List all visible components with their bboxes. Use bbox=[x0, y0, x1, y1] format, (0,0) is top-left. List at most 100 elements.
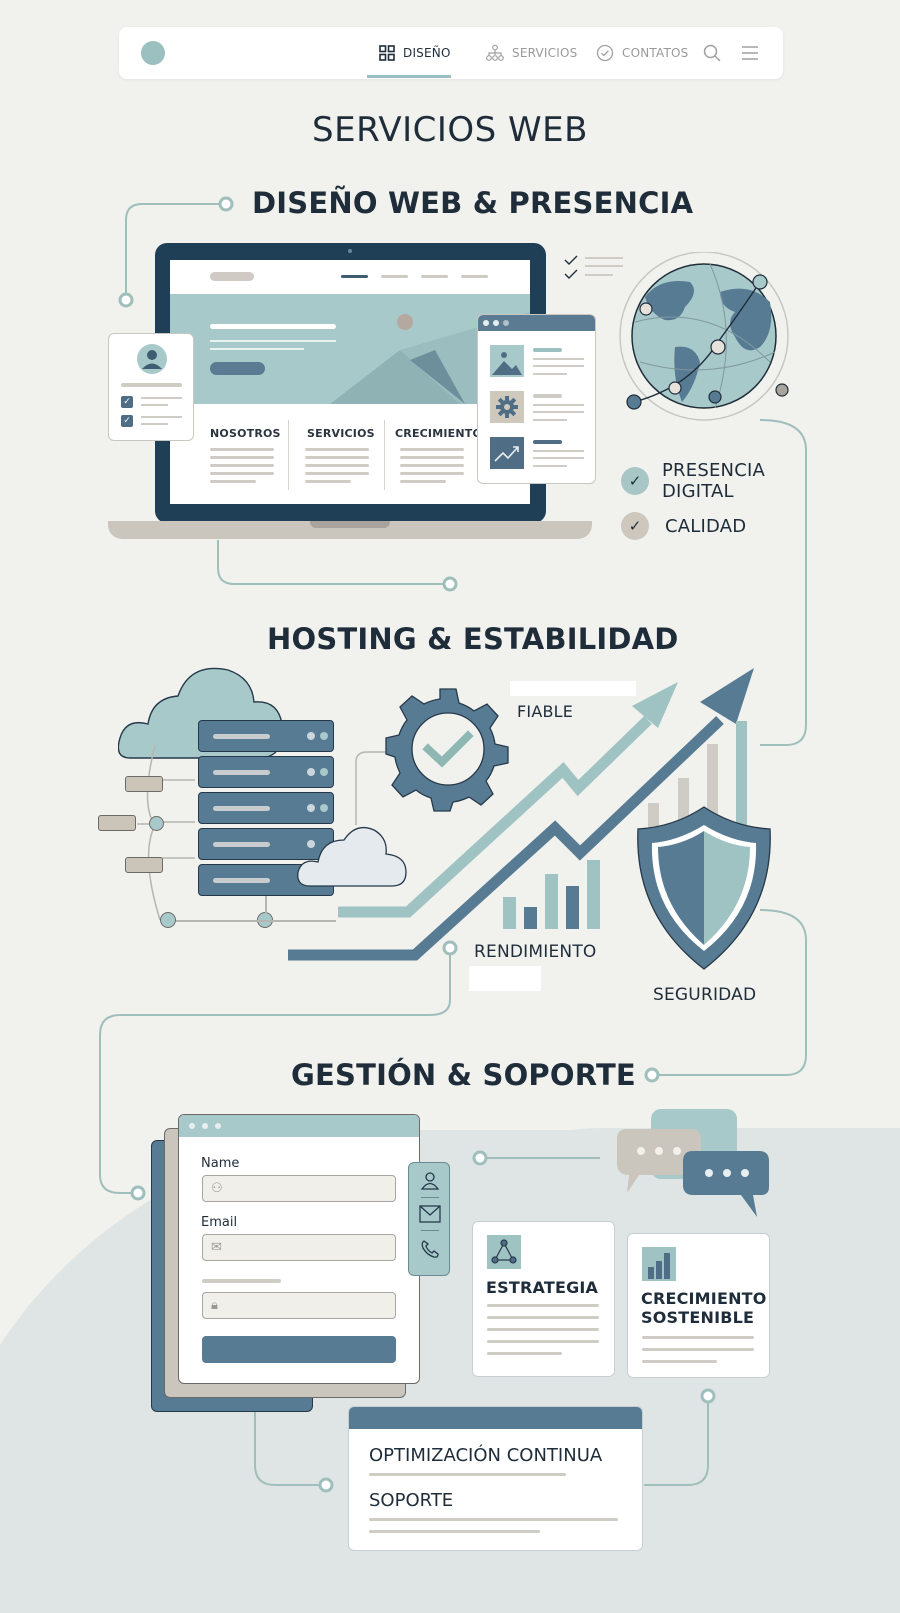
nav-tab-servicios[interactable]: SERVICIOS bbox=[486, 27, 577, 79]
service-card-estrategia[interactable]: ESTRATEGIA bbox=[472, 1221, 615, 1377]
security-shield-icon bbox=[637, 806, 771, 970]
small-cloud-icon bbox=[297, 826, 407, 887]
text-line bbox=[533, 348, 562, 352]
text-line bbox=[400, 448, 464, 451]
panel-header bbox=[349, 1407, 642, 1429]
text-line bbox=[305, 448, 369, 451]
server-rack-unit bbox=[198, 720, 334, 752]
envelope-icon[interactable] bbox=[419, 1205, 441, 1223]
mock-text-line bbox=[210, 340, 336, 342]
top-navbar: DISEÑO SERVICIOS CONTATOS bbox=[119, 27, 783, 79]
card-title: CRECIMIENTO SOSTENIBLE bbox=[641, 1289, 767, 1327]
text-line bbox=[141, 423, 168, 425]
badge-label: DIGITAL bbox=[662, 481, 734, 502]
window-titlebar bbox=[179, 1115, 419, 1137]
text-line bbox=[487, 1304, 599, 1307]
search-icon[interactable] bbox=[703, 44, 721, 62]
bar bbox=[736, 721, 747, 833]
label-placeholder bbox=[469, 966, 541, 991]
text-line bbox=[141, 416, 182, 418]
section-title-hosting: HOSTING & ESTABILIDAD bbox=[267, 622, 679, 656]
text-line bbox=[369, 1518, 618, 1521]
grid-icon bbox=[379, 45, 395, 61]
label-rendimiento: RENDIMIENTO bbox=[474, 942, 597, 962]
text-line bbox=[305, 456, 369, 459]
network-node bbox=[149, 816, 164, 831]
user-icon[interactable] bbox=[420, 1171, 440, 1191]
nav-tab-label: DISEÑO bbox=[403, 46, 451, 60]
text-line bbox=[533, 440, 562, 444]
webcam-dot bbox=[348, 249, 352, 253]
text-line bbox=[533, 373, 567, 375]
phone-icon[interactable] bbox=[420, 1239, 440, 1259]
text-line bbox=[141, 404, 168, 406]
bar bbox=[587, 860, 600, 929]
laptop-base bbox=[108, 521, 592, 539]
bar bbox=[648, 803, 659, 833]
text-line bbox=[305, 464, 369, 467]
email-input[interactable]: ✉ bbox=[202, 1234, 396, 1261]
growth-arrows-chart bbox=[288, 668, 754, 961]
text-line bbox=[487, 1340, 599, 1343]
text-line bbox=[533, 358, 584, 360]
section-title-design: DISEÑO WEB & PRESENCIA bbox=[252, 186, 694, 220]
text-line bbox=[642, 1360, 717, 1363]
text-line bbox=[400, 464, 464, 467]
text-line bbox=[305, 480, 351, 483]
checkbox-checked-icon[interactable]: ✓ bbox=[121, 396, 133, 408]
text-line bbox=[210, 480, 256, 483]
node-tag bbox=[125, 776, 163, 792]
text-line bbox=[141, 397, 182, 399]
connector bbox=[176, 920, 336, 922]
laptop-notch bbox=[310, 521, 390, 528]
bar bbox=[545, 874, 558, 929]
bar-chart-icon bbox=[642, 1247, 676, 1281]
active-tab-indicator bbox=[367, 75, 451, 78]
server-rack-unit bbox=[198, 756, 334, 788]
network-tree-icon bbox=[137, 745, 195, 921]
panel-item-optimizacion: OPTIMIZACIÓN CONTINUA bbox=[369, 1445, 603, 1466]
text-line bbox=[121, 383, 182, 387]
mock-heading-line bbox=[210, 324, 336, 329]
text-line bbox=[487, 1316, 599, 1319]
label-seguridad: SEGURIDAD bbox=[653, 985, 757, 1005]
text-line bbox=[210, 456, 274, 459]
mock-nav-link bbox=[461, 275, 488, 278]
text-line bbox=[533, 404, 584, 406]
text-line bbox=[642, 1336, 754, 1339]
badge-calidad: CALIDAD bbox=[665, 516, 747, 537]
logo[interactable] bbox=[141, 41, 165, 65]
text-line bbox=[369, 1530, 540, 1533]
connector bbox=[355, 751, 395, 825]
divider bbox=[421, 1230, 439, 1231]
text-line bbox=[533, 450, 584, 452]
text-line bbox=[400, 456, 464, 459]
user-avatar-icon bbox=[137, 344, 167, 374]
badge-presencia-digital: PRESENCIA DIGITAL bbox=[662, 460, 765, 502]
nav-tab-label: CONTATOS bbox=[622, 46, 689, 60]
name-input[interactable]: ⚇ bbox=[202, 1175, 396, 1202]
window-dot bbox=[493, 320, 499, 326]
hamburger-menu-icon[interactable] bbox=[741, 44, 759, 62]
nav-tab-diseno[interactable]: DISEÑO bbox=[379, 27, 451, 79]
divider bbox=[421, 1197, 439, 1198]
profile-card: ✓ ✓ bbox=[108, 333, 194, 441]
mock-logo bbox=[210, 272, 254, 281]
panel-item-soporte: SOPORTE bbox=[369, 1490, 454, 1511]
divider bbox=[288, 420, 289, 490]
text-line bbox=[210, 448, 274, 451]
chat-bubbles-icon bbox=[617, 1109, 769, 1217]
nav-tab-contatos[interactable]: CONTATOS bbox=[596, 27, 688, 79]
image-icon bbox=[490, 345, 524, 377]
window-dot bbox=[215, 1123, 221, 1129]
text-line bbox=[487, 1352, 562, 1355]
text-line bbox=[533, 411, 584, 413]
network-node bbox=[160, 912, 176, 928]
checkbox-checked-icon[interactable]: ✓ bbox=[121, 415, 133, 427]
server-rack-unit bbox=[198, 828, 334, 860]
service-card-crecimiento-sostenible[interactable]: CRECIMIENTO SOSTENIBLE bbox=[627, 1233, 770, 1378]
connector bbox=[265, 893, 267, 913]
optimization-support-panel: OPTIMIZACIÓN CONTINUA SOPORTE bbox=[348, 1406, 643, 1551]
submit-button[interactable] bbox=[202, 1336, 396, 1363]
password-input[interactable]: 🔒︎ bbox=[202, 1292, 396, 1319]
